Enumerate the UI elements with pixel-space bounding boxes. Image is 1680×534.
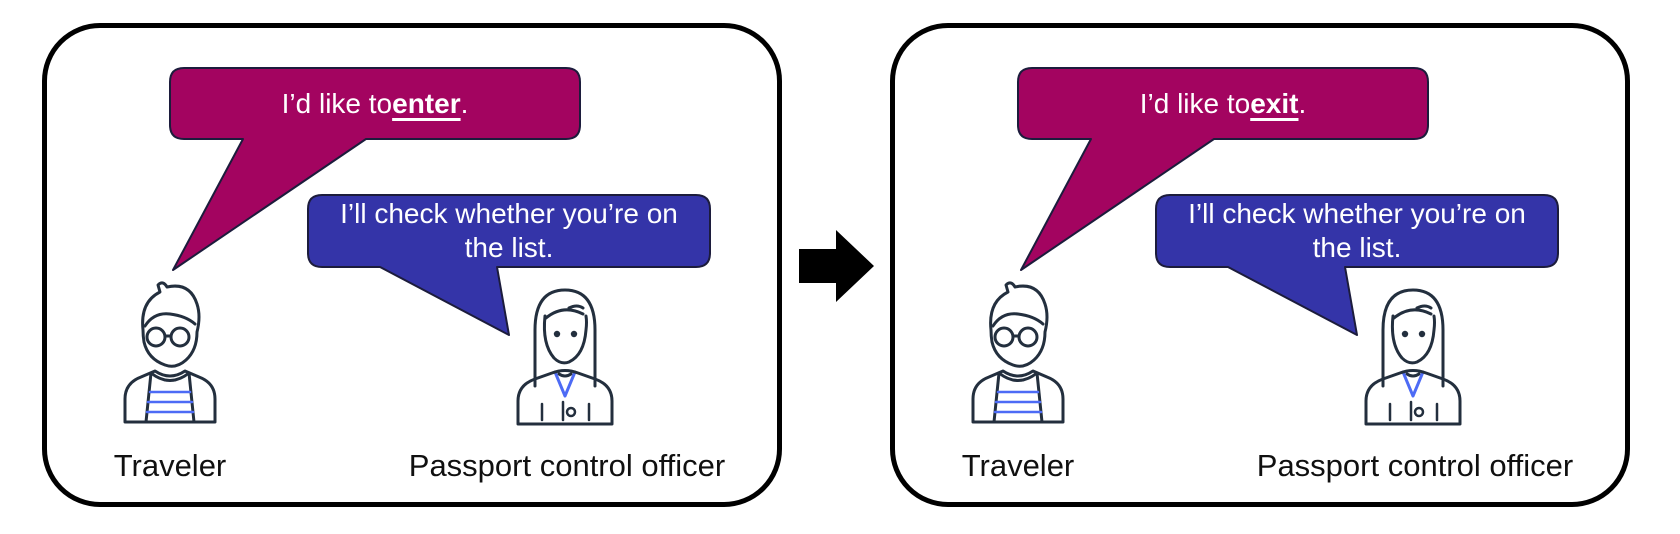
exit-scenario-content: I’d like to exit. I’ll check whether you…: [895, 28, 1625, 502]
officer-bubble-line2: the list.: [1312, 232, 1402, 263]
traveler-speech-bubble: [169, 67, 581, 271]
traveler-bubble-text: I’d like to exit.: [1018, 68, 1428, 139]
exit-scenario-panel: I’d like to exit. I’ll check whether you…: [890, 23, 1630, 507]
right-arrow-icon: [799, 230, 874, 302]
passport-officer-label: Passport control officer: [408, 448, 726, 483]
traveler-label: Traveler: [961, 448, 1075, 483]
enter-scenario-content: I’d like to enter. I’ll check whether yo…: [47, 28, 777, 502]
officer-bubble-text: I’ll check whether you’re on the list.: [308, 195, 710, 267]
traveler-bubble-prefix: I’d like to: [1139, 87, 1251, 119]
officer-speech-bubble: [307, 194, 711, 336]
enter-scenario-graphics: [123, 67, 711, 426]
enter-scenario-panel: I’d like to enter. I’ll check whether yo…: [42, 23, 782, 507]
traveler-label: Traveler: [113, 448, 227, 483]
officer-bubble-line1: I’ll check whether you’re on: [340, 198, 678, 229]
traveler-bubble-keyword: enter: [392, 87, 461, 119]
traveler-bubble-keyword: exit: [1250, 87, 1299, 119]
passport-officer-label: Passport control officer: [1256, 448, 1574, 483]
exit-scenario-graphics: [971, 67, 1559, 426]
officer-bubble-line2: the list.: [464, 232, 554, 263]
officer-bubble-line1: I’ll check whether you’re on: [1188, 198, 1526, 229]
transition-arrow: [799, 228, 875, 304]
traveler-icon: [123, 281, 217, 424]
traveler-speech-bubble: [1017, 67, 1429, 271]
traveler-icon: [971, 281, 1065, 424]
officer-bubble-text: I’ll check whether you’re on the list.: [1156, 195, 1558, 267]
traveler-bubble-suffix: .: [1298, 87, 1307, 119]
officer-speech-bubble: [1155, 194, 1559, 336]
traveler-bubble-suffix: .: [460, 87, 469, 119]
passport-officer-icon: [1364, 288, 1462, 426]
passport-officer-icon: [516, 288, 614, 426]
traveler-bubble-prefix: I’d like to: [281, 87, 393, 119]
traveler-bubble-text: I’d like to enter.: [170, 68, 580, 139]
